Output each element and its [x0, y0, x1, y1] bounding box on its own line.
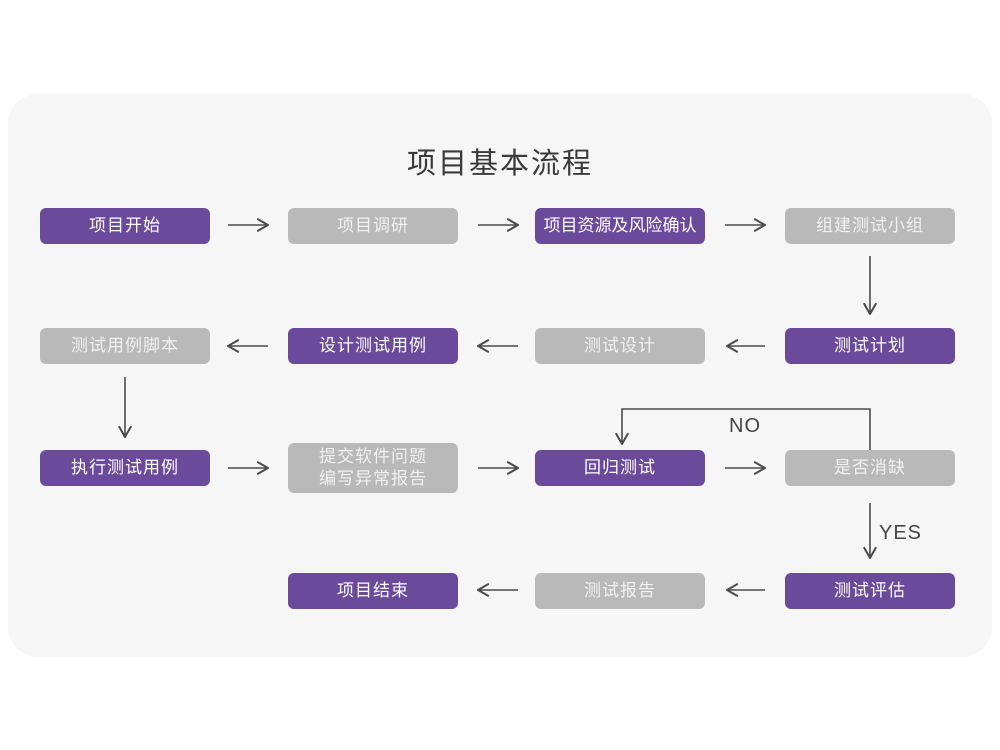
node-defect-cleared: 是否消缺 [785, 450, 955, 486]
edge-label-yes: YES [879, 522, 923, 544]
node-test-plan: 测试计划 [785, 328, 955, 364]
node-label: 测试用例脚本 [71, 335, 179, 355]
node-label: 设计测试用例 [319, 335, 427, 355]
node-test-design: 测试设计 [535, 328, 705, 364]
node-label: 测试设计 [584, 335, 656, 355]
node-test-case-script: 测试用例脚本 [40, 328, 210, 364]
edge-label-no: NO [729, 415, 761, 437]
node-label-line2: 编写异常报告 [319, 469, 427, 488]
node-design-test-cases: 设计测试用例 [288, 328, 458, 364]
node-project-start: 项目开始 [40, 208, 210, 244]
node-label: 测试计划 [834, 335, 906, 355]
node-label-line1: 提交软件问题 [319, 446, 427, 466]
node-label: 测试报告 [584, 580, 656, 600]
node-label: 执行测试用例 [71, 457, 179, 477]
node-project-research: 项目调研 [288, 208, 458, 244]
node-project-end: 项目结束 [288, 573, 458, 609]
node-submit-software-issues: 提交软件问题 编写异常报告 [288, 443, 458, 493]
node-label: 回归测试 [584, 457, 656, 477]
node-label: 项目结束 [337, 580, 409, 600]
node-label: 组建测试小组 [816, 215, 924, 235]
node-label: 测试评估 [834, 580, 906, 600]
node-resource-risk-confirm: 项目资源及风险确认 [535, 208, 705, 244]
page-title: 项目基本流程 [406, 148, 593, 180]
node-execute-test-cases: 执行测试用例 [40, 450, 210, 486]
node-test-report: 测试报告 [535, 573, 705, 609]
node-build-test-team: 组建测试小组 [785, 208, 955, 244]
node-label: 项目开始 [89, 215, 161, 235]
node-label: 项目调研 [337, 215, 409, 235]
node-test-evaluation: 测试评估 [785, 573, 955, 609]
flowchart-card [8, 94, 992, 657]
node-regression-test: 回归测试 [535, 450, 705, 486]
node-label: 项目资源及风险确认 [543, 215, 697, 235]
node-label: 是否消缺 [834, 457, 906, 477]
